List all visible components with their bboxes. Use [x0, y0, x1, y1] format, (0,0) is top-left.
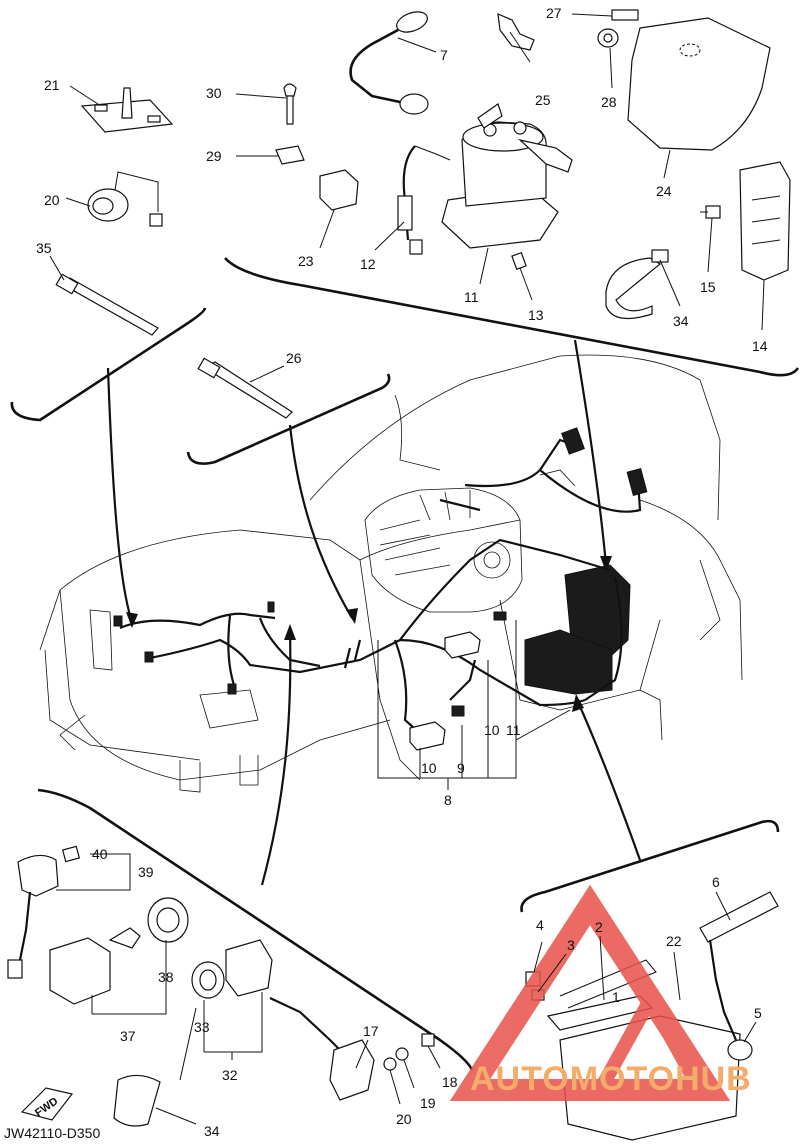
callout-4: 4: [536, 917, 544, 933]
top-parts: [55, 9, 791, 419]
callouts: 27 25 28 7 21 30 29 20 24 23 12 11 13 15…: [36, 5, 768, 1139]
callout-37: 37: [120, 1028, 136, 1044]
callout-1: 1: [612, 989, 620, 1005]
callout-2: 2: [595, 919, 603, 935]
callout-23: 22: [666, 933, 682, 949]
callout-36: 35: [36, 240, 52, 256]
callout-34: 34: [204, 1123, 220, 1139]
pointer-arrows: [106, 339, 642, 886]
callout-20: 20: [396, 1111, 412, 1127]
callout-17: 17: [363, 1023, 379, 1039]
callout-13: 12: [360, 256, 376, 272]
engine-sketch: [364, 487, 523, 613]
relay-boxes: [409, 631, 481, 751]
callout-24: 23: [298, 253, 314, 269]
callout-26: 25: [535, 92, 551, 108]
callout-5: 5: [754, 1005, 762, 1021]
callout-10b: 10: [421, 760, 437, 776]
wire-harness: [113, 427, 648, 739]
callout-6: 6: [712, 874, 720, 890]
callout-16: 15: [700, 279, 716, 295]
callout-30: 29: [206, 148, 222, 164]
leader-lines: [49, 13, 765, 1125]
bottom-left-parts: [7, 845, 435, 1127]
callout-35: 34: [673, 313, 689, 329]
callout-38: 38: [158, 969, 174, 985]
callout-22: 21: [44, 77, 60, 93]
callout-32: 32: [222, 1067, 238, 1083]
callout-18: 18: [442, 1074, 458, 1090]
callout-3: 3: [567, 937, 575, 953]
callout-21: 20: [44, 192, 60, 208]
battery-box: [524, 564, 631, 695]
callout-40: 40: [92, 846, 108, 862]
callout-14: 13: [528, 307, 544, 323]
callout-11: 11: [506, 722, 521, 738]
callout-15: 14: [752, 338, 768, 354]
callout-31: 30: [206, 85, 222, 101]
callout-25: 24: [656, 183, 672, 199]
callout-7: 7: [440, 47, 448, 63]
callout-28: 27: [546, 5, 562, 21]
callout-8: 8: [444, 792, 452, 808]
callout-33: 33: [194, 1019, 210, 1035]
callout-9: 9: [457, 760, 465, 776]
callout-27: 26: [286, 350, 302, 366]
callout-10a: 10: [484, 722, 500, 738]
group-brackets: [10, 257, 800, 1071]
watermark-logo: [449, 884, 731, 1101]
vehicle-outline: [39, 354, 743, 793]
callout-19: 19: [420, 1095, 436, 1111]
drawing-code: JW42110-D350: [4, 1125, 100, 1141]
callout-12: 11: [464, 289, 479, 305]
watermark-text: AUTOMOTOHUB: [470, 1060, 752, 1098]
bracket-8-11: [377, 620, 571, 790]
callout-29: 28: [601, 94, 617, 110]
callout-39: 39: [138, 864, 154, 880]
